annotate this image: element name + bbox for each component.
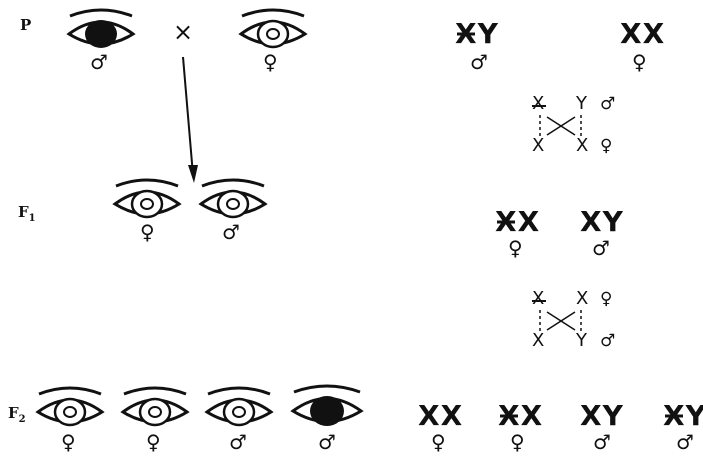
gamete-chromosome: X [532, 137, 544, 155]
female-symbol: ♀ [431, 432, 446, 452]
genotype-label: XX [418, 402, 463, 430]
eye-icon [112, 180, 182, 220]
female-symbol: ♀ [510, 432, 525, 452]
mutation-mark-icon [495, 210, 517, 236]
genotype-label: XX [620, 20, 665, 48]
eye-icon [290, 386, 364, 428]
generation-label-f1: F1 [18, 203, 36, 224]
female-symbol: ♀ [508, 238, 523, 258]
cross-symbol: × [173, 18, 193, 46]
female-symbol: ♀ [146, 432, 161, 452]
genotype-label: XY [580, 402, 624, 430]
female-symbol: ♀ [632, 52, 647, 72]
male-symbol: ♂ [470, 52, 488, 72]
mutation-mark-icon [663, 404, 685, 430]
male-symbol: ♂ [222, 222, 240, 242]
eye-icon [66, 10, 136, 50]
gamete-chromosome: Y [576, 332, 587, 350]
generation-label-p: P [20, 16, 31, 34]
female-symbol: ♀ [140, 222, 155, 242]
inheritance-arrow [180, 55, 200, 185]
male-symbol: ♂ [592, 238, 610, 258]
mutation-mark-icon [455, 22, 477, 48]
gamete-chromosome: X [532, 332, 544, 350]
eye-icon [120, 388, 190, 428]
male-symbol: ♂ [600, 333, 615, 350]
male-symbol: ♂ [593, 432, 611, 452]
eye-icon [238, 10, 308, 50]
gamete-chromosome: Y [576, 95, 587, 113]
male-symbol: ♂ [229, 432, 247, 452]
male-symbol: ♂ [676, 432, 694, 452]
male-symbol: ♂ [600, 96, 615, 113]
eye-icon [198, 180, 268, 220]
eye-icon [35, 388, 105, 428]
female-symbol: ♀ [61, 432, 76, 452]
generation-label-f2: F2 [8, 404, 26, 425]
genotype-label: XY [580, 208, 624, 236]
eye-icon [204, 388, 274, 428]
female-symbol: ♀ [263, 52, 278, 72]
female-symbol: ♀ [600, 138, 612, 155]
gamete-chromosome: X [576, 137, 588, 155]
female-symbol: ♀ [600, 291, 612, 308]
gamete-chromosome: X [576, 290, 588, 308]
male-symbol: ♂ [90, 52, 108, 72]
male-symbol: ♂ [318, 432, 336, 452]
mutation-mark-icon [498, 404, 520, 430]
